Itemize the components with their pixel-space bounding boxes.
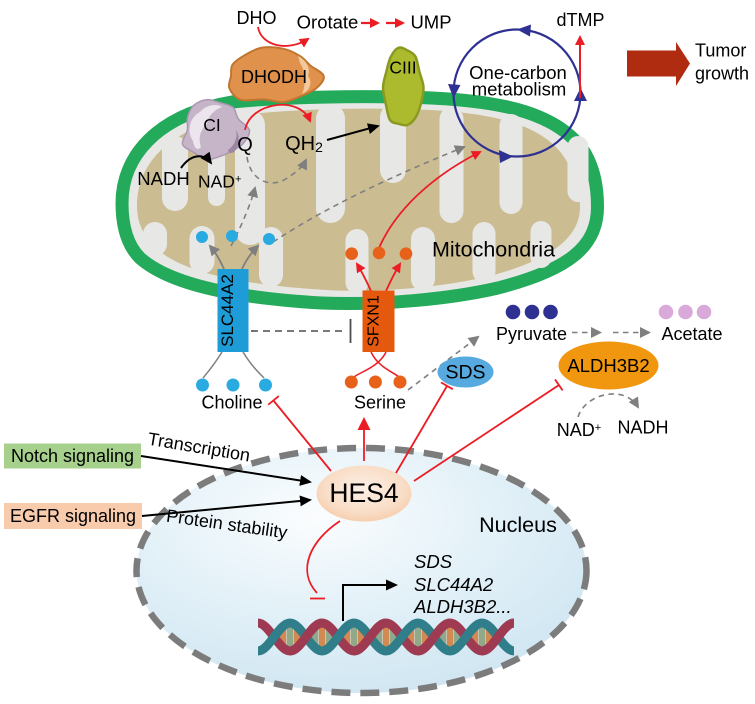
svg-text:ALDH3B2: ALDH3B2 <box>567 355 649 376</box>
svg-text:ALDH3B2...: ALDH3B2... <box>413 596 512 617</box>
svg-text:NADH: NADH <box>137 168 189 189</box>
svg-text:NAD+: NAD+ <box>198 172 241 192</box>
svg-text:Orotate: Orotate <box>297 12 359 33</box>
svg-text:SDS: SDS <box>414 551 453 572</box>
svg-text:Notch signaling: Notch signaling <box>11 446 134 466</box>
svg-text:SLC44A2: SLC44A2 <box>218 274 237 347</box>
svg-text:Nucleus: Nucleus <box>479 513 557 537</box>
svg-text:Acetate: Acetate <box>661 324 722 344</box>
svg-text:NAD+: NAD+ <box>557 420 601 440</box>
svg-text:Mitochondria: Mitochondria <box>432 238 555 262</box>
svg-text:SFXN1: SFXN1 <box>366 295 383 347</box>
svg-text:UMP: UMP <box>410 12 451 33</box>
svg-text:CIII: CIII <box>389 58 416 78</box>
svg-text:Tumor: Tumor <box>695 41 746 61</box>
svg-text:dTMP: dTMP <box>556 10 604 30</box>
svg-text:SLC44A2: SLC44A2 <box>414 574 494 595</box>
svg-text:NADH: NADH <box>617 418 668 438</box>
svg-text:Pyruvate: Pyruvate <box>496 324 567 344</box>
svg-text:DHODH: DHODH <box>241 67 307 87</box>
svg-text:HES4: HES4 <box>329 478 398 508</box>
svg-text:EGFR signaling: EGFR signaling <box>10 506 136 526</box>
svg-text:SDS: SDS <box>445 362 485 384</box>
svg-text:Choline: Choline <box>201 393 262 413</box>
svg-text:One-carbon: One-carbon <box>469 62 567 83</box>
svg-text:Q: Q <box>237 134 253 156</box>
svg-text:CI: CI <box>203 115 221 135</box>
svg-text:QH2: QH2 <box>285 133 323 155</box>
svg-text:metabolism: metabolism <box>472 79 567 100</box>
svg-text:Serine: Serine <box>354 393 406 413</box>
svg-text:DHO: DHO <box>237 8 277 28</box>
svg-text:growth: growth <box>695 64 749 84</box>
